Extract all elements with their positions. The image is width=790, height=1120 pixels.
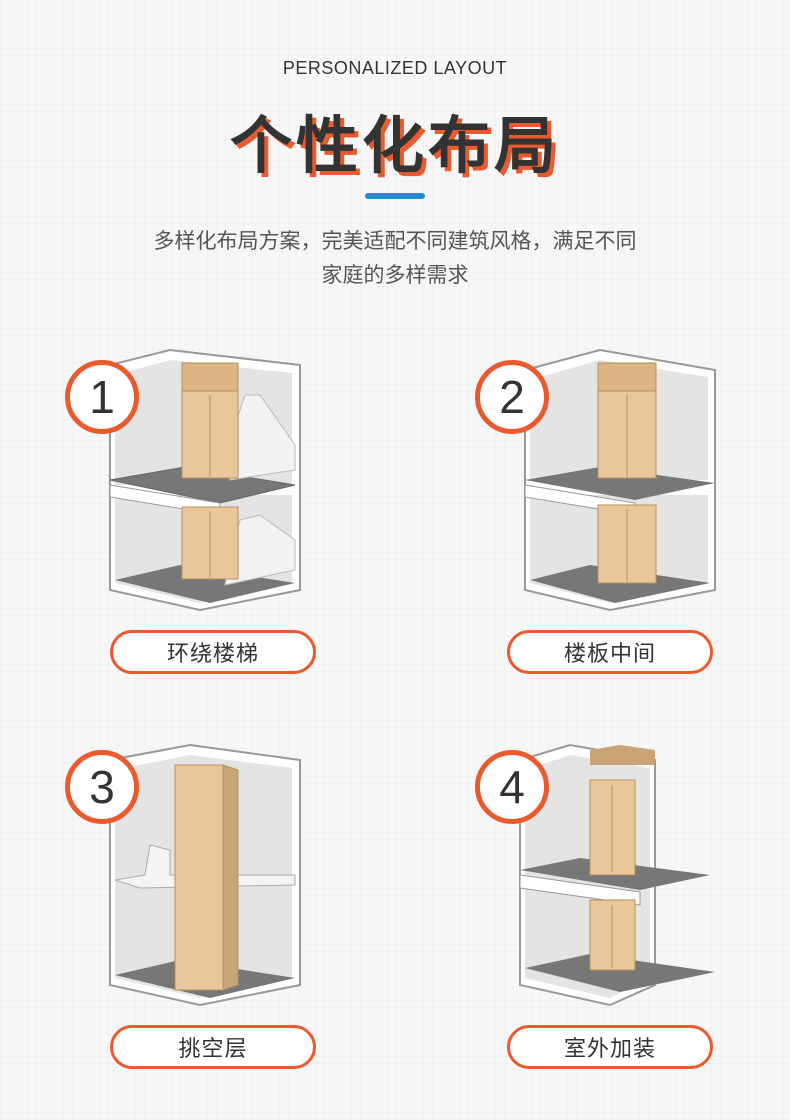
title-underline <box>365 193 425 199</box>
layout-number-badge-3: 3 <box>65 750 139 824</box>
description-line-1: 多样化布局方案，完美适配不同建筑风格，满足不同 <box>153 229 637 253</box>
layout-card-2[interactable]: 2 楼板中间 <box>470 345 790 675</box>
layout-card-3[interactable]: 3 挑空层 <box>65 740 390 1070</box>
elevator-illustration-3 <box>109 743 301 1007</box>
elevator-illustration-4 <box>519 743 715 1007</box>
layout-number-badge-2: 2 <box>475 360 549 434</box>
description-line-2: 家庭的多样需求 <box>321 263 469 287</box>
layout-label-2[interactable]: 楼板中间 <box>507 630 713 674</box>
subtitle-english: PERSONALIZED LAYOUT <box>282 58 508 78</box>
layout-card-4[interactable]: 4 室外加装 <box>470 740 790 1070</box>
layout-label-1[interactable]: 环绕楼梯 <box>110 630 316 674</box>
layout-number-badge-1: 1 <box>65 360 139 434</box>
description: 多样化布局方案，完美适配不同建筑风格，满足不同 家庭的多样需求 <box>95 224 695 292</box>
layout-number-badge-4: 4 <box>475 750 549 824</box>
layout-card-1[interactable]: 1 环绕楼梯 <box>65 345 390 675</box>
layout-label-4[interactable]: 室外加装 <box>507 1025 713 1069</box>
page-title: 个性化布局 <box>229 109 560 182</box>
layout-label-3[interactable]: 挑空层 <box>110 1025 316 1069</box>
elevator-illustration-1 <box>109 348 301 612</box>
elevator-illustration-2 <box>524 348 716 612</box>
